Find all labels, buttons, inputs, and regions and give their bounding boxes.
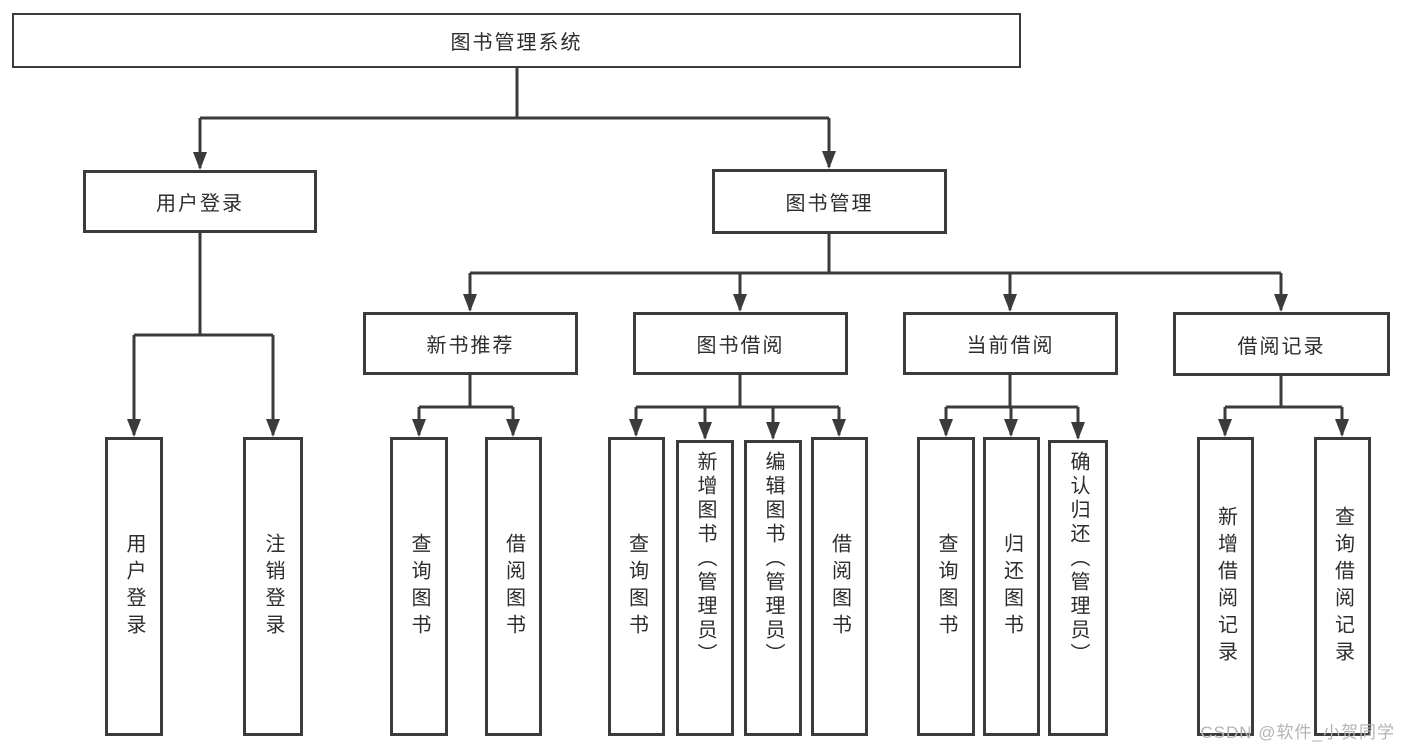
csdn-watermark: CSDN @软件_小贺同学 <box>1200 723 1395 742</box>
node-user-login-branch: 用户登录 <box>83 170 317 233</box>
leaf-query-borrow-record: 查询借阅记录 <box>1314 437 1371 736</box>
leaf-query-books-2: 查询图书 <box>608 437 665 736</box>
leaf-add-borrow-record: 新增借阅记录 <box>1197 437 1254 736</box>
node-label: 新增图书（管理员） <box>694 451 716 667</box>
node-label: 图书管理系统 <box>450 32 583 54</box>
leaf-add-book-admin: 新增图书（管理员） <box>676 440 734 736</box>
leaf-confirm-return-admin: 确认归还（管理员） <box>1048 440 1108 736</box>
leaf-edit-book-admin: 编辑图书（管理员） <box>744 440 802 736</box>
node-borrow-records: 借阅记录 <box>1173 312 1390 376</box>
node-label: 编辑图书（管理员） <box>762 451 784 667</box>
node-label: 注销登录 <box>262 532 284 641</box>
node-label: 新书推荐 <box>426 335 515 357</box>
leaf-query-books-1: 查询图书 <box>390 437 448 736</box>
node-label: 图书管理 <box>785 193 874 215</box>
node-label: 查询图书 <box>625 532 648 641</box>
node-label: 用户登录 <box>156 193 244 215</box>
node-label: 确认归还（管理员） <box>1067 451 1089 667</box>
leaf-logout: 注销登录 <box>243 437 303 736</box>
node-label: 查询图书 <box>935 532 957 641</box>
node-label: 用户登录 <box>123 532 145 641</box>
node-label: 借阅记录 <box>1237 335 1326 358</box>
node-label: 当前借阅 <box>966 335 1055 357</box>
node-label: 查询借阅记录 <box>1331 505 1354 668</box>
leaf-borrow-books-2: 借阅图书 <box>811 437 868 736</box>
leaf-return-book: 归还图书 <box>983 437 1040 736</box>
node-label: 借阅图书 <box>828 532 851 641</box>
node-label: 图书借阅 <box>696 335 785 357</box>
connector-group <box>127 68 1349 440</box>
node-book-borrow: 图书借阅 <box>633 312 848 375</box>
node-new-book-recommend: 新书推荐 <box>363 312 578 375</box>
node-root: 图书管理系统 <box>12 13 1021 68</box>
leaf-borrow-books-1: 借阅图书 <box>485 437 542 736</box>
node-current-borrow: 当前借阅 <box>903 312 1118 375</box>
leaf-user-login: 用户登录 <box>105 437 163 736</box>
leaf-query-books-3: 查询图书 <box>917 437 975 736</box>
node-label: 新增借阅记录 <box>1214 505 1237 668</box>
node-label: 归还图书 <box>1000 532 1023 641</box>
node-label: 查询图书 <box>408 532 430 641</box>
node-label: 借阅图书 <box>502 532 525 641</box>
node-book-management: 图书管理 <box>712 169 947 234</box>
